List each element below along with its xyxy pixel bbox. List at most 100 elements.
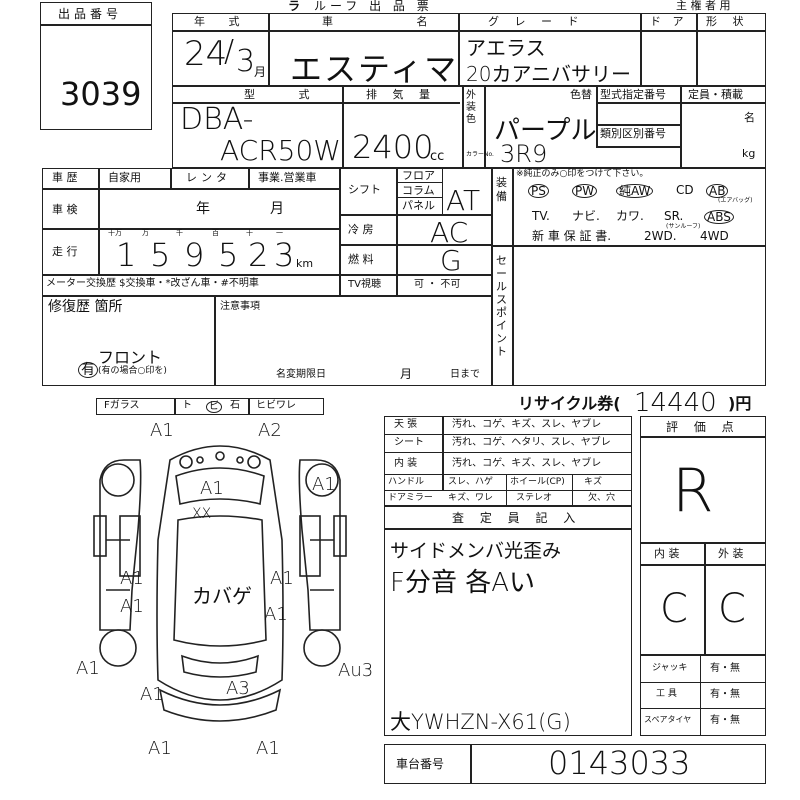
repair-yes: 有	[78, 362, 98, 378]
divider	[384, 434, 632, 435]
history-private: 自家用	[108, 171, 141, 184]
name-label: 車 名	[322, 15, 468, 28]
mileage-digit: 1	[116, 236, 137, 274]
capacity-label: 定員・積載	[688, 88, 743, 101]
frame-code: 大YWHZN-X61(G)	[390, 710, 571, 734]
sales-point-box	[492, 246, 766, 386]
exterior-color-label: 外装色	[466, 90, 476, 125]
specs-table	[172, 86, 766, 168]
equip-ps: PS	[528, 184, 549, 198]
damage-mark: A3	[226, 678, 250, 699]
divider	[172, 102, 460, 104]
interior-label: 内 装	[654, 547, 680, 560]
interior-score: C	[660, 586, 688, 632]
inspector-label: 査 定 員 記 入	[452, 511, 582, 525]
divider	[248, 398, 250, 415]
shift-panel: パネル	[402, 199, 435, 212]
divider	[174, 398, 176, 415]
equipment-label: 装備	[496, 176, 507, 203]
damage-mark: A1	[120, 596, 144, 617]
divider	[512, 168, 514, 386]
divider	[340, 274, 492, 276]
divider	[704, 542, 706, 654]
jack-value: 有・無	[710, 663, 740, 674]
repair-note: (有の場合○印を)	[98, 366, 167, 376]
meter-note: メーター交換歴 $交換車・*改ざん車・#不明車	[46, 278, 259, 289]
shift-value: AT	[446, 184, 481, 217]
recycle-label: リサイクル券(	[518, 394, 621, 413]
mileage-unit-1k: 千	[176, 229, 183, 237]
mileage-unit-10: 十	[246, 229, 253, 237]
condition-table	[384, 416, 632, 506]
shift-label: シフト	[348, 183, 381, 196]
divider	[640, 436, 766, 438]
shift-column: コラム	[402, 184, 435, 197]
glass-bi: ビ	[206, 401, 222, 413]
damage-mark: A1	[312, 474, 336, 495]
color-value: パープル	[494, 116, 597, 146]
color-change-label: 色替	[570, 88, 592, 101]
car-diagram	[93, 445, 347, 722]
ac-label: 冷 房	[348, 223, 374, 236]
divider	[172, 30, 766, 32]
equip-sr: SR.	[664, 209, 684, 223]
repair-label: 修復歴 箇所	[48, 299, 123, 315]
glass-crack: ヒビワレ	[256, 400, 296, 411]
equip-4wd: 4WD	[700, 229, 729, 243]
inspection-label: 車 検	[52, 203, 78, 216]
damage-center: カバゲ	[192, 584, 252, 608]
jack-label: ジャッキ	[652, 663, 688, 673]
damage-mark: A1	[140, 684, 164, 705]
divider	[442, 416, 444, 490]
equip-tv: TV.	[532, 209, 550, 223]
condition-interior-opts: 汚れ、コゲ、キズ、スレ、ヤブレ	[452, 458, 602, 469]
stereo-value: 欠、穴	[588, 493, 616, 503]
spare-value: 有・無	[710, 715, 740, 726]
capacity-unit-people: 名	[744, 111, 755, 124]
equip-ab-sub: (エアバッグ)	[718, 197, 753, 204]
tools-value: 有・無	[710, 689, 740, 700]
equip-aw: 純AW	[616, 184, 654, 198]
divider	[98, 168, 100, 274]
inspection-year: 年	[196, 201, 210, 217]
score-box	[640, 416, 766, 736]
wheel-value: キズ	[584, 477, 603, 487]
divider	[42, 188, 340, 190]
type-label: 型 式	[244, 88, 330, 101]
divider	[696, 13, 698, 86]
document-title: ルーフ 出 品 票	[314, 0, 433, 13]
divider	[170, 168, 172, 188]
model-number-label: 型式指定番号	[600, 88, 666, 101]
divider	[214, 296, 216, 386]
tv-value: 可 ・ 不可	[414, 279, 461, 290]
condition-interior-label: 内 装	[394, 458, 418, 469]
divider	[384, 452, 632, 453]
owner-note: 主 権 者 用	[676, 0, 731, 12]
damage-mark: A1	[148, 738, 172, 759]
mileage-digit: 5	[218, 236, 239, 274]
chassis-value: 0143033	[548, 744, 691, 782]
equip-2wd: 2WD.	[644, 229, 677, 243]
shape-label: 形 状	[706, 15, 750, 28]
color-code: 3R9	[500, 140, 548, 168]
car-name: エスティマ	[290, 50, 459, 88]
history-label: 車 歴	[52, 171, 78, 184]
divider	[640, 542, 766, 544]
divider	[42, 274, 340, 276]
divider	[248, 168, 250, 188]
damage-mark: A1	[120, 568, 144, 589]
divider	[340, 214, 492, 216]
divider	[484, 86, 486, 168]
divider	[42, 228, 340, 230]
divider	[442, 168, 443, 214]
equipment-note: ※純正のみ○印をつけて下さい。	[516, 169, 649, 179]
equipment-table	[492, 168, 766, 246]
car-diagram-outline	[93, 445, 347, 722]
grade-line2: 20カアニバサリー	[466, 62, 632, 86]
divider	[384, 528, 632, 530]
divider	[396, 197, 442, 198]
displacement-unit: cc	[430, 149, 445, 164]
exterior-score: C	[718, 586, 746, 632]
displacement-label: 排 気 量	[366, 88, 436, 101]
model-code-2: ACR50W	[220, 134, 341, 167]
